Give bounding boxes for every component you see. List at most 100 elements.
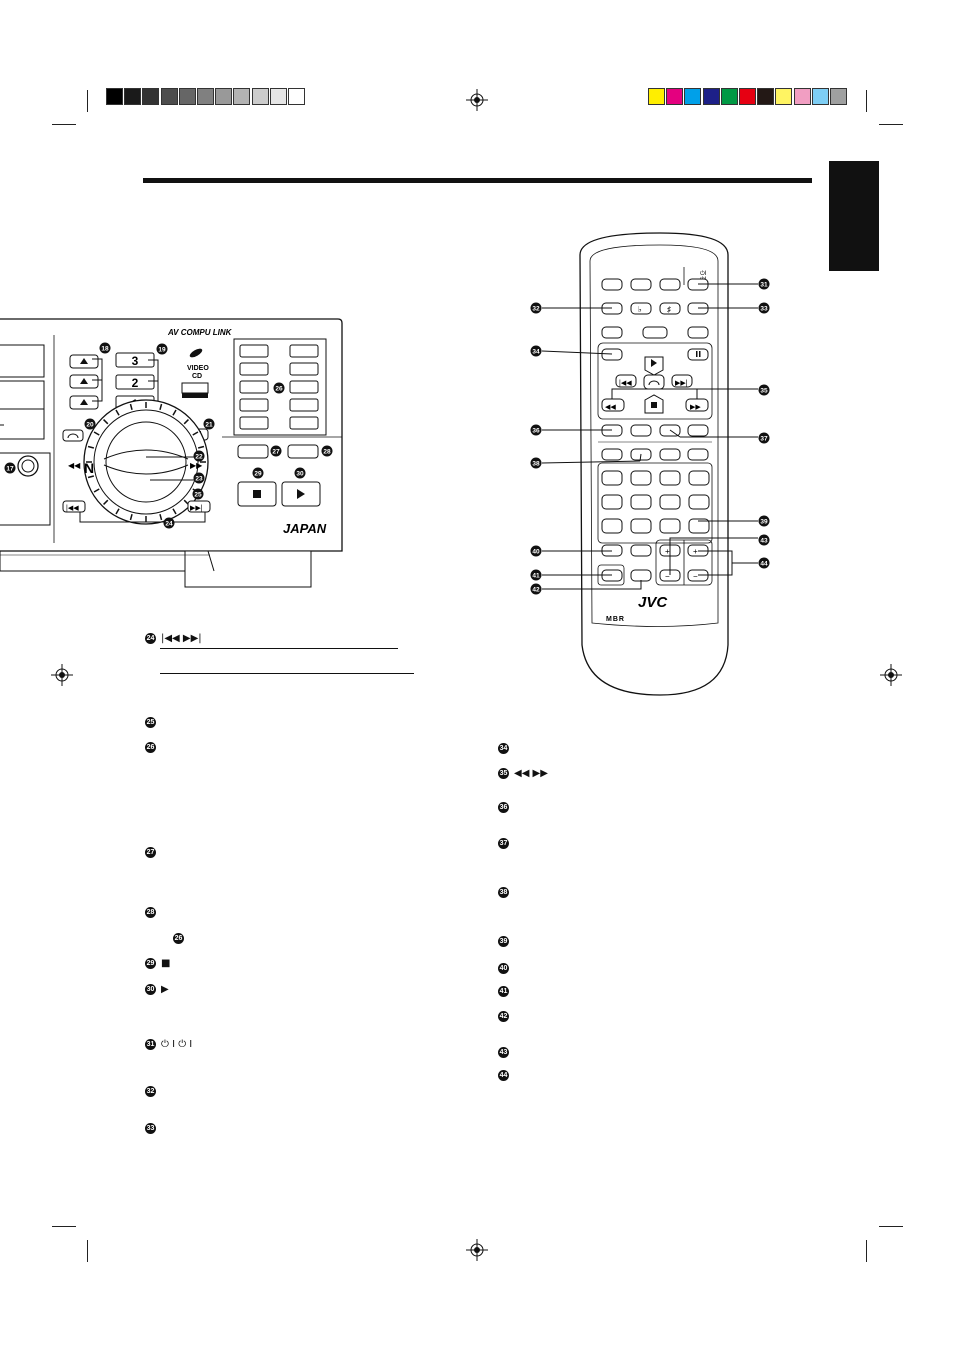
callout-number: 19 <box>156 343 168 355</box>
svg-text:31: 31 <box>760 282 768 289</box>
list-item-symbol: ⏻ I ⏻ I <box>161 1039 193 1050</box>
direct-number-button[interactable] <box>239 344 269 358</box>
svg-text:34: 34 <box>532 349 540 356</box>
direct-number-button[interactable] <box>289 362 319 376</box>
callout-number: 24 <box>163 517 175 529</box>
direct-number-button[interactable] <box>289 380 319 394</box>
volume-plus-label: + <box>665 547 670 556</box>
video-logo: VIDEO <box>187 365 209 372</box>
disc-button-3-label: 3 <box>132 354 139 368</box>
direct-number-button[interactable] <box>239 398 269 412</box>
direct-number-button[interactable] <box>239 380 269 394</box>
color-swatch <box>757 88 775 105</box>
crop-mark <box>866 90 867 112</box>
callout-number: 23 <box>193 472 205 484</box>
direct-number-button[interactable] <box>289 344 319 358</box>
remote-number-button[interactable] <box>601 518 623 534</box>
remote-number-button[interactable] <box>688 494 710 510</box>
remote-number-button[interactable] <box>659 518 681 534</box>
callout-number: 22 <box>193 450 205 462</box>
callout-number: 17 <box>4 462 16 474</box>
callout-number: 20 <box>84 418 96 430</box>
remote-number-button[interactable] <box>659 494 681 510</box>
registration-mark-icon <box>466 1239 488 1261</box>
list-item-number: 27 <box>145 847 156 858</box>
next-track-icon: ▶▶| <box>190 505 203 512</box>
list-item-number: 42 <box>498 1011 509 1022</box>
list-item-number: 39 <box>498 936 509 947</box>
gray-swatch <box>124 88 142 105</box>
svg-text:19: 19 <box>158 347 166 354</box>
svg-text:39: 39 <box>760 519 768 526</box>
direct-number-button[interactable] <box>239 362 269 376</box>
svg-text:18: 18 <box>101 346 109 353</box>
svg-text:43: 43 <box>760 538 768 545</box>
list-item-number: 29 <box>145 958 156 969</box>
list-item-number: 28 <box>145 907 156 918</box>
dial-tick <box>103 499 109 505</box>
crop-mark <box>866 1240 867 1262</box>
color-swatch <box>666 88 684 105</box>
registration-mark-icon <box>880 664 902 686</box>
crop-mark <box>879 1226 903 1227</box>
svg-text:17: 17 <box>6 466 14 473</box>
svg-text:35: 35 <box>760 388 768 395</box>
list-item-number: 24 <box>145 633 156 644</box>
remote-number-button[interactable] <box>659 470 681 486</box>
callout-number: 25 <box>192 488 204 500</box>
svg-text:▶▶|: ▶▶| <box>675 380 688 387</box>
callout-number: 21 <box>203 418 215 430</box>
dial-tick <box>115 508 120 515</box>
list-item-number: 38 <box>498 887 509 898</box>
remote-number-button[interactable] <box>630 470 652 486</box>
crop-mark <box>52 124 76 125</box>
callout-number: 36 <box>530 424 542 436</box>
dial-tick <box>172 409 177 416</box>
dial-tick <box>159 403 163 411</box>
callout-number: 40 <box>530 545 542 557</box>
jvc-logo: JVC <box>638 594 668 611</box>
list-item-number: 40 <box>498 963 509 974</box>
list-item-underline <box>160 673 414 674</box>
registration-mark-icon <box>51 664 73 686</box>
svg-text:26: 26 <box>275 386 283 393</box>
list-item-number: 26 <box>145 742 156 753</box>
svg-text:42: 42 <box>532 587 540 594</box>
color-swatch <box>830 88 847 105</box>
svg-text:♭: ♭ <box>638 305 642 314</box>
direct-number-button[interactable] <box>239 416 269 430</box>
remote-number-button[interactable] <box>688 518 710 534</box>
dial-tick <box>197 445 205 449</box>
svg-text:38: 38 <box>532 461 540 468</box>
color-swatch <box>811 88 829 105</box>
callout-number: 41 <box>530 569 542 581</box>
crop-mark <box>879 124 903 125</box>
volume-minus-label: − <box>665 572 670 581</box>
remote-number-button[interactable] <box>601 494 623 510</box>
dial-tick <box>159 513 163 521</box>
dial-tick <box>183 419 189 425</box>
dial-tick <box>192 431 199 436</box>
gray-swatch <box>288 88 305 105</box>
callout-number: 28 <box>321 445 333 457</box>
svg-text:37: 37 <box>760 436 768 443</box>
cd-logo: CD <box>192 373 202 380</box>
svg-text:30: 30 <box>296 471 304 478</box>
remote-number-button[interactable] <box>688 470 710 486</box>
svg-text:25: 25 <box>194 492 202 499</box>
direct-number-button[interactable] <box>289 398 319 412</box>
list-item-number: 33 <box>145 1123 156 1134</box>
gray-swatch <box>233 88 251 105</box>
direct-number-button[interactable] <box>289 416 319 430</box>
svg-text:32: 32 <box>532 306 540 313</box>
previous-track-icon: |◀◀ <box>66 505 79 512</box>
language-tab <box>829 161 879 271</box>
svg-text:◀◀: ◀◀ <box>605 404 616 411</box>
remote-number-button[interactable] <box>630 518 652 534</box>
remote-control-diagram: ⏻I ⏻I ♭ ♯ |◀◀ ▶▶| ◀◀ ▶▶ + + <box>530 232 770 696</box>
svg-text:33: 33 <box>760 306 768 313</box>
remote-number-button[interactable] <box>601 470 623 486</box>
crop-mark <box>87 1240 88 1262</box>
remote-number-button[interactable] <box>630 494 652 510</box>
dial-tick <box>129 513 133 521</box>
